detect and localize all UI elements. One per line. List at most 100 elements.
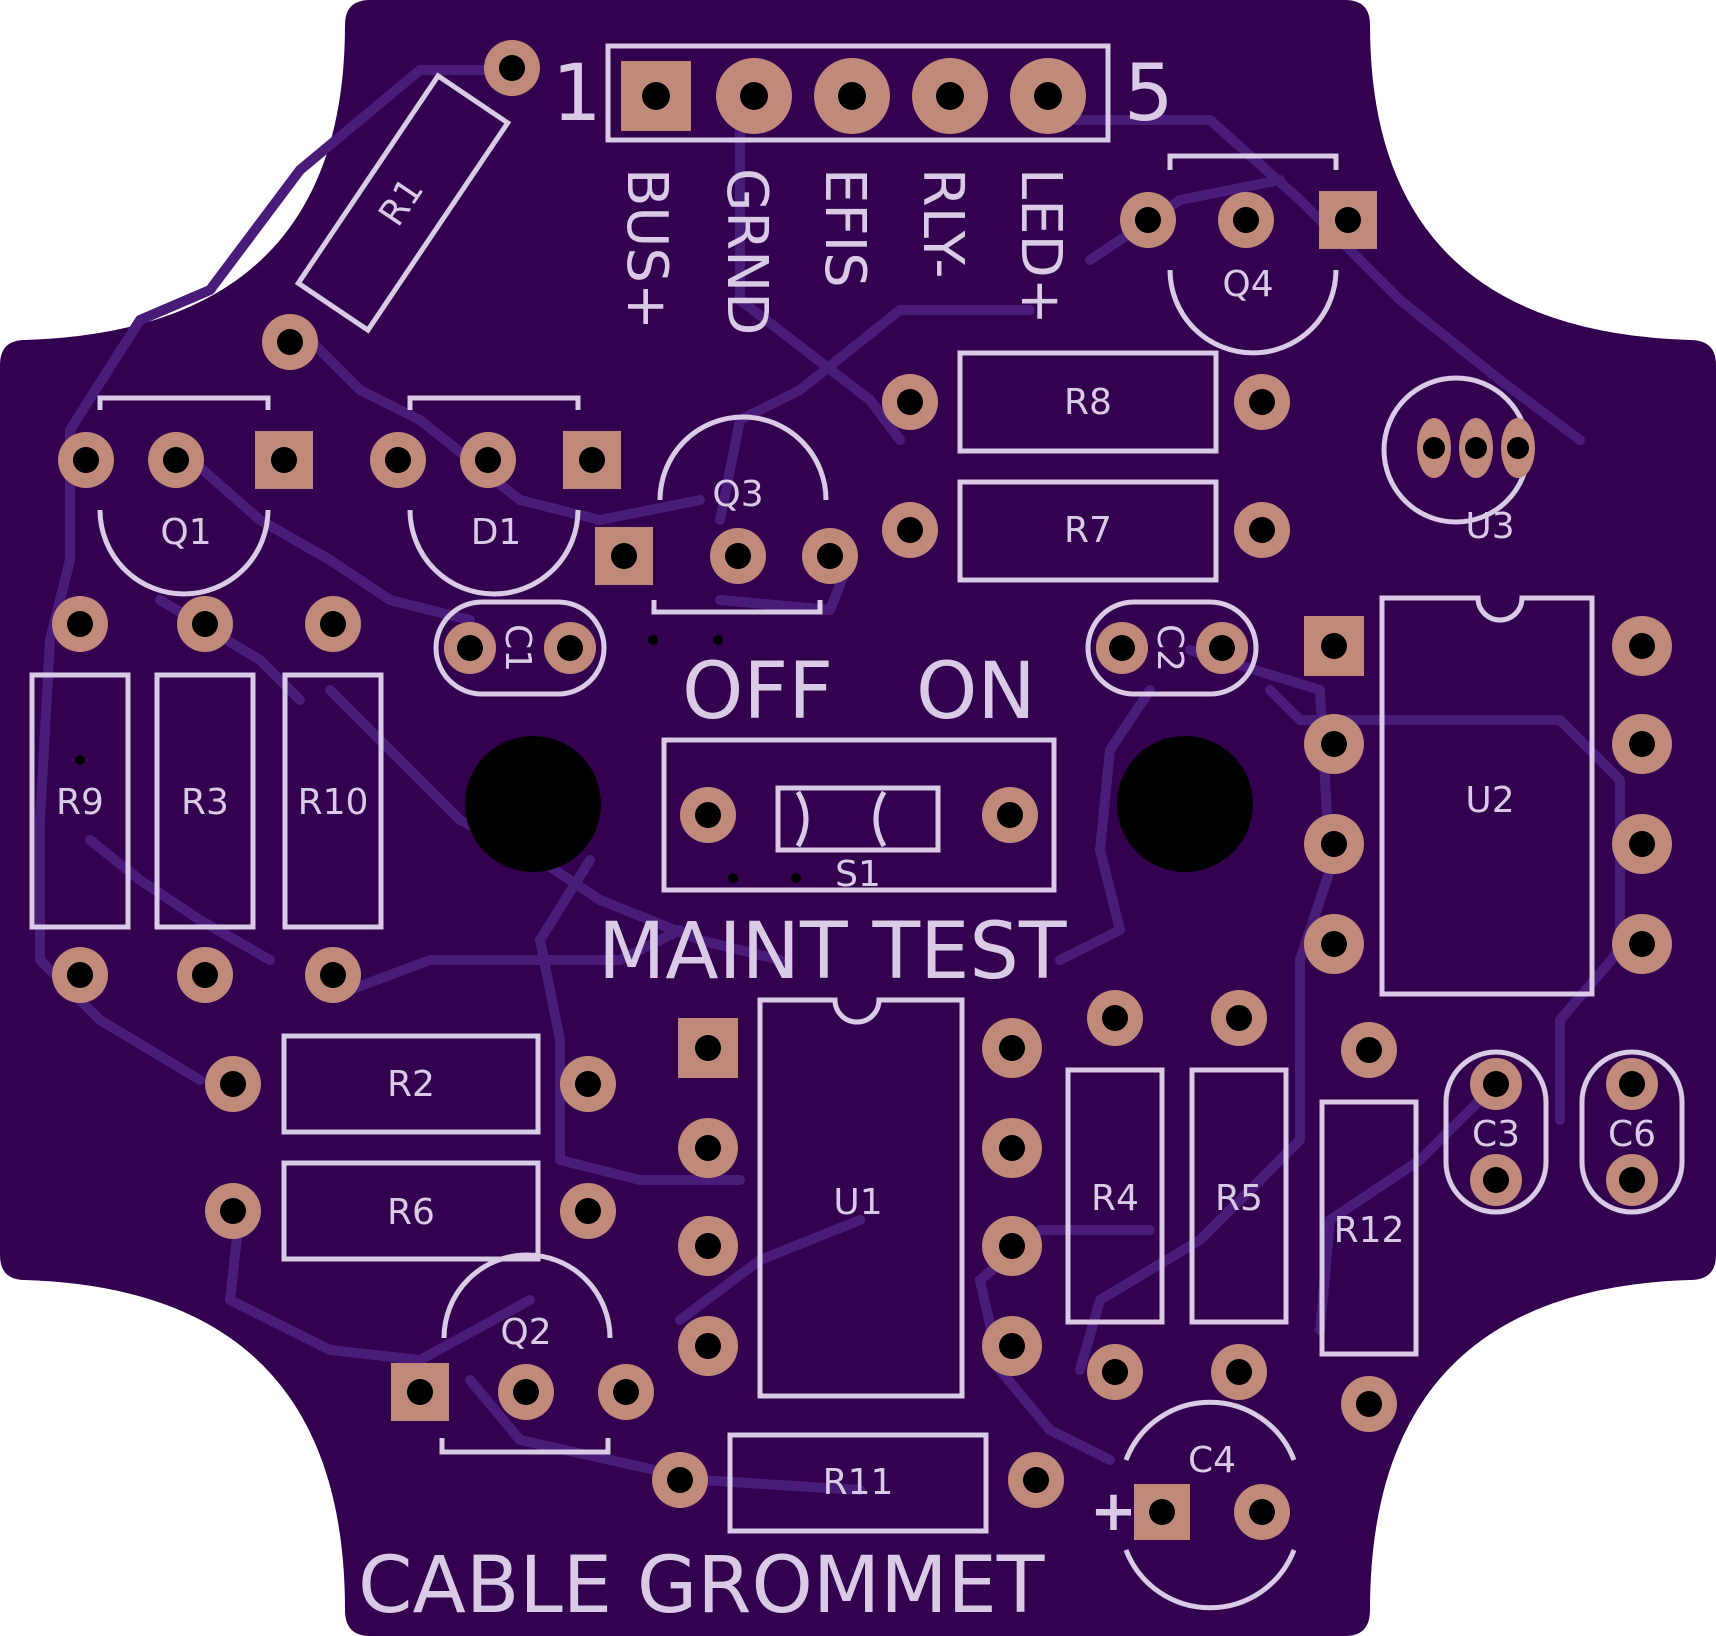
drill-hole <box>695 1135 721 1161</box>
drill-hole <box>499 55 525 81</box>
drill-hole <box>999 1135 1025 1161</box>
drill-hole <box>320 611 346 637</box>
drill-hole <box>277 329 303 355</box>
ref-u2: U2 <box>1465 780 1514 821</box>
drill-hole <box>999 1035 1025 1061</box>
ref-q2: Q2 <box>500 1312 551 1353</box>
copper-traces <box>35 65 1625 1495</box>
ref-u3: U3 <box>1465 506 1514 547</box>
drill-hole <box>407 1379 433 1405</box>
drill-hole <box>817 543 843 569</box>
drill-hole <box>457 635 483 661</box>
drill-hole <box>1226 1005 1252 1031</box>
drill-hole <box>1335 207 1361 233</box>
board-title-label: CABLE GROMMET <box>358 1541 1045 1631</box>
drill-hole <box>220 1071 246 1097</box>
drill-hole <box>613 1379 639 1405</box>
ref-r2: R2 <box>387 1064 435 1105</box>
drill-hole <box>1629 731 1655 757</box>
ref-r7: R7 <box>1064 510 1112 551</box>
drill-hole <box>320 962 346 988</box>
drill-hole <box>1109 635 1135 661</box>
drill-hole <box>1507 437 1529 459</box>
drill-hole <box>557 635 583 661</box>
mounting-hole-right <box>1117 736 1253 872</box>
switch-ref-label: S1 <box>835 854 881 895</box>
drill-hole <box>271 447 297 473</box>
ref-q3: Q3 <box>712 474 763 515</box>
vias <box>75 635 801 883</box>
drill-hole <box>73 447 99 473</box>
drill-hole <box>999 1233 1025 1259</box>
drill-hole <box>1102 1005 1128 1031</box>
drill-hole <box>1226 1359 1252 1385</box>
ref-c3: C3 <box>1472 1114 1520 1155</box>
drill-hole <box>695 1333 721 1359</box>
drill-hole <box>385 447 411 473</box>
drill-hole <box>936 82 964 110</box>
switch-off-label: OFF <box>682 647 833 737</box>
ref-c4: C4 <box>1188 1440 1236 1481</box>
switch-on-label: ON <box>916 647 1036 737</box>
drill-hole <box>1321 831 1347 857</box>
drill-hole <box>1356 1037 1382 1063</box>
drill-hole <box>67 611 93 637</box>
switch-function-label: MAINT TEST <box>598 907 1067 997</box>
drill-hole <box>475 447 501 473</box>
ref-r12: R12 <box>1334 1210 1405 1251</box>
drill-hole <box>725 543 751 569</box>
drill-hole <box>838 82 866 110</box>
drill-hole <box>1023 1467 1049 1493</box>
drill-hole <box>513 1379 539 1405</box>
drill-hole <box>1135 207 1161 233</box>
drill-hole <box>163 447 189 473</box>
drill-hole <box>67 962 93 988</box>
drill-hole <box>667 1467 693 1493</box>
ref-q1: Q1 <box>160 512 211 553</box>
header-pin-first: 1 <box>552 49 602 139</box>
ref-r10: R10 <box>298 782 369 823</box>
silkscreen <box>29 43 1685 1611</box>
drill-hole <box>579 447 605 473</box>
header-pin-5-label: LED+ <box>1008 168 1073 325</box>
drill-hole <box>575 1071 601 1097</box>
drill-hole <box>1321 633 1347 659</box>
drill-hole <box>1465 437 1487 459</box>
mounting-hole-left <box>465 736 601 872</box>
pads <box>52 40 1672 1540</box>
drill-hole <box>1629 931 1655 957</box>
ref-r5: R5 <box>1215 1178 1263 1219</box>
drill-hole <box>611 543 637 569</box>
drill-hole <box>1249 389 1275 415</box>
drill-hole <box>1619 1071 1645 1097</box>
drill-hole <box>1249 1499 1275 1525</box>
ref-c1: C1 <box>497 624 538 672</box>
drill-hole <box>1629 633 1655 659</box>
drill-hole <box>1034 82 1062 110</box>
header-pin-last: 5 <box>1124 49 1174 139</box>
drill-hole <box>1102 1359 1128 1385</box>
drill-hole <box>1233 207 1259 233</box>
drill-hole <box>1321 731 1347 757</box>
drill-hole <box>1249 517 1275 543</box>
drill-hole <box>1619 1167 1645 1193</box>
drill-hole <box>695 1233 721 1259</box>
drill-hole <box>1629 831 1655 857</box>
header-pin-4-label: RLY- <box>910 168 975 278</box>
header-pin-1-label: BUS+ <box>614 168 679 330</box>
ref-r6: R6 <box>387 1192 435 1233</box>
ref-r8: R8 <box>1064 382 1112 423</box>
header-pin-2-label: GRND <box>714 168 779 335</box>
ref-r11: R11 <box>823 1462 894 1503</box>
drill-hole <box>897 517 923 543</box>
drill-hole <box>192 611 218 637</box>
ref-u1: U1 <box>833 1182 882 1223</box>
drill-hole <box>642 82 670 110</box>
silkscreen-text: 1 5 BUS+ GRND EFIS RLY- LED+ OFF ON S1 M… <box>56 49 1656 1631</box>
drill-hole <box>1483 1071 1509 1097</box>
ref-r4: R4 <box>1091 1178 1139 1219</box>
c4-polarity-mark: + <box>1090 1479 1137 1544</box>
drill-hole <box>1321 931 1347 957</box>
drill-hole <box>1356 1391 1382 1417</box>
